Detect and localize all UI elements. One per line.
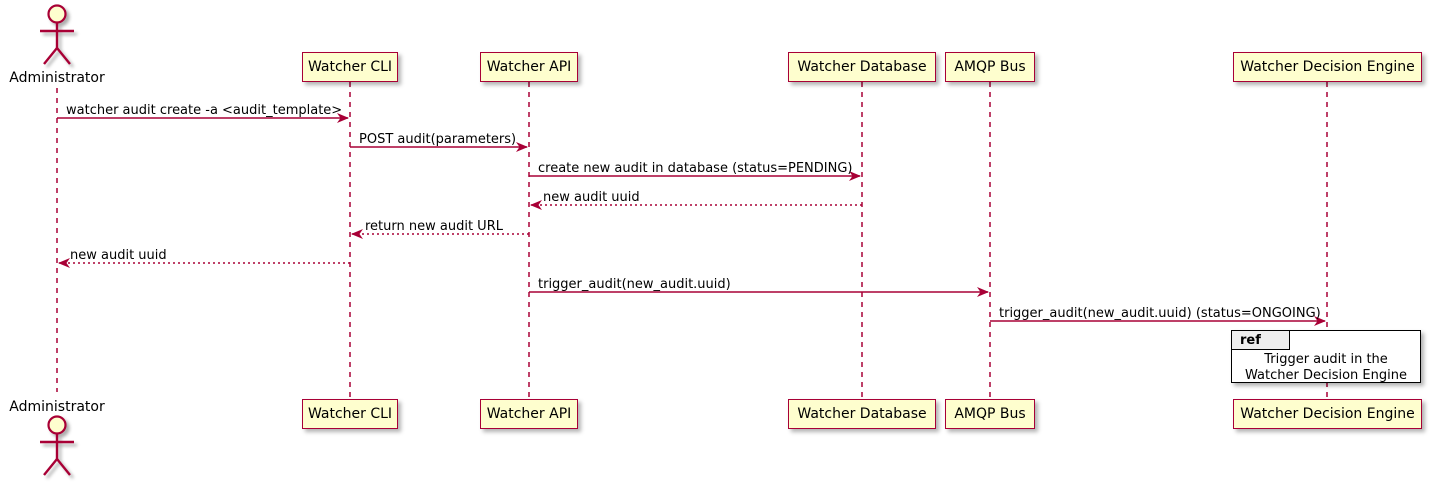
- ref-fragment-tag: ref: [1232, 331, 1290, 350]
- message-label-3: create new audit in database (status=PEN…: [538, 161, 853, 176]
- message-label-5: return new audit URL: [365, 219, 503, 234]
- participant-box-watcher-database-bottom[interactable]: Watcher Database: [788, 399, 936, 429]
- participant-box-watcher-cli-bottom[interactable]: Watcher CLI: [302, 399, 398, 429]
- ref-fragment[interactable]: ref Trigger audit in the Watcher Decisio…: [1231, 330, 1421, 383]
- message-arrows: [57, 113, 1326, 326]
- message-label-4: new audit uuid: [543, 190, 640, 205]
- actor-label-administrator-bottom: Administrator: [9, 399, 105, 415]
- participant-box-watcher-api-top[interactable]: Watcher API: [480, 52, 578, 82]
- ref-fragment-line-2: Watcher Decision Engine: [1245, 368, 1407, 383]
- participant-box-amqp-bus-top[interactable]: AMQP Bus: [945, 52, 1035, 82]
- actor-administrator-top-icon: [40, 4, 74, 65]
- actor-label-administrator-top: Administrator: [9, 70, 105, 86]
- participant-box-watcher-decision-engine-top[interactable]: Watcher Decision Engine: [1233, 52, 1422, 82]
- message-label-8: trigger_audit(new_audit.uuid) (status=ON…: [999, 306, 1321, 321]
- lifelines: [56, 82, 1328, 398]
- actor-administrator-bottom-icon: [40, 415, 74, 476]
- message-label-1: watcher audit create -a <audit_template>: [66, 103, 343, 118]
- participant-box-watcher-decision-engine-bottom[interactable]: Watcher Decision Engine: [1233, 399, 1422, 429]
- ref-fragment-line-1: Trigger audit in the: [1264, 352, 1388, 367]
- message-label-7: trigger_audit(new_audit.uuid): [538, 277, 731, 292]
- participant-box-watcher-cli-top[interactable]: Watcher CLI: [302, 52, 398, 82]
- participant-box-watcher-database-top[interactable]: Watcher Database: [788, 52, 936, 82]
- message-label-6: new audit uuid: [70, 248, 167, 263]
- participant-box-watcher-api-bottom[interactable]: Watcher API: [480, 399, 578, 429]
- participant-box-amqp-bus-bottom[interactable]: AMQP Bus: [945, 399, 1035, 429]
- message-label-2: POST audit(parameters): [359, 132, 517, 147]
- ref-fragment-body: Trigger audit in the Watcher Decision En…: [1232, 352, 1420, 384]
